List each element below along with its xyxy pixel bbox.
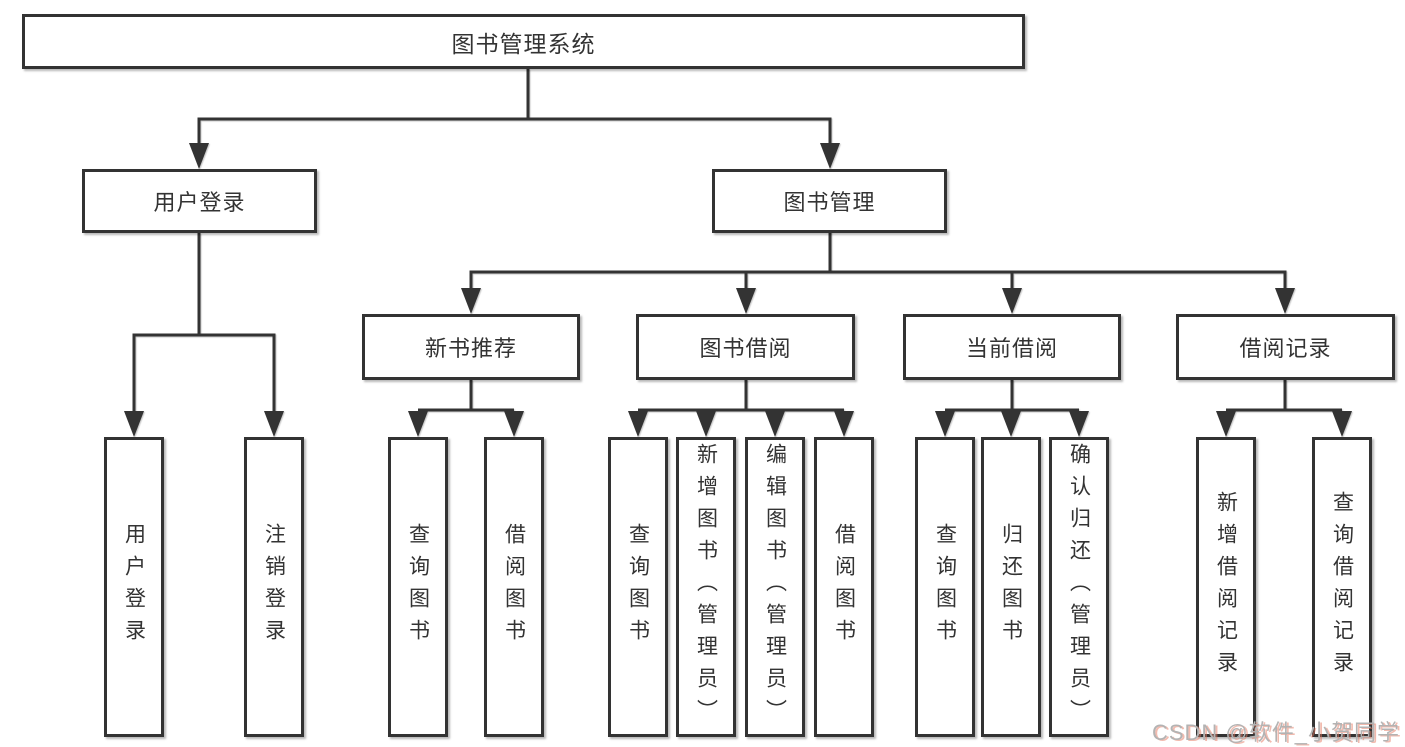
node-label: 当前借阅	[965, 336, 1058, 361]
arrow-down-icon	[1069, 411, 1089, 437]
node-label: 图书管理系统	[451, 30, 596, 57]
node-label: 图书借阅	[699, 336, 792, 361]
node-label: 查询图书	[626, 523, 650, 651]
arrowheads	[124, 143, 1352, 437]
arrow-down-icon	[1002, 288, 1022, 314]
leaf-query-books-borrowing: 查询图书	[608, 437, 668, 737]
arrow-down-icon	[461, 288, 481, 314]
node-current-borrowing: 当前借阅	[903, 314, 1121, 380]
node-label: 查询借阅记录	[1330, 491, 1354, 683]
arrow-down-icon	[1001, 411, 1021, 437]
node-borrowing-records: 借阅记录	[1176, 314, 1395, 380]
arrow-down-icon	[935, 411, 955, 437]
node-book-management-branch: 图书管理	[712, 169, 947, 233]
arrow-down-icon	[408, 411, 428, 437]
arrow-down-icon	[124, 411, 144, 437]
leaf-add-books-admin: 新增图书（管理员）	[676, 437, 736, 737]
arrow-down-icon	[1216, 411, 1236, 437]
leaf-borrow-books: 借阅图书	[814, 437, 874, 737]
node-label: 确认归还（管理员）	[1067, 443, 1091, 731]
node-label: 借阅记录	[1239, 336, 1332, 361]
leaf-query-borrow-record: 查询借阅记录	[1312, 437, 1372, 737]
arrow-down-icon	[696, 411, 716, 437]
arrow-down-icon	[765, 411, 785, 437]
arrow-down-icon	[504, 411, 524, 437]
node-label: 借阅图书	[502, 523, 526, 651]
leaf-query-books-current: 查询图书	[915, 437, 975, 737]
leaf-logout: 注销登录	[244, 437, 304, 737]
node-label: 图书管理	[783, 190, 876, 215]
node-new-book-recommendation: 新书推荐	[362, 314, 580, 380]
node-label: 查询图书	[933, 523, 957, 651]
arrow-down-icon	[189, 143, 209, 169]
node-label: 注销登录	[262, 523, 286, 651]
node-label: 编辑图书（管理员）	[763, 443, 787, 731]
node-label: 用户登录	[122, 523, 146, 651]
node-label: 用户登录	[153, 190, 246, 215]
arrow-down-icon	[736, 288, 756, 314]
leaf-user-login: 用户登录	[104, 437, 164, 737]
arrow-down-icon	[1275, 288, 1295, 314]
leaf-edit-books-admin: 编辑图书（管理员）	[745, 437, 805, 737]
node-library-management-system: 图书管理系统	[22, 14, 1025, 69]
arrow-down-icon	[628, 411, 648, 437]
connector-path	[132, 69, 1342, 413]
node-user-login-branch: 用户登录	[82, 169, 317, 233]
leaf-query-books-recommend: 查询图书	[388, 437, 448, 737]
arrow-down-icon	[820, 143, 840, 169]
node-label: 借阅图书	[832, 523, 856, 651]
node-label: 新书推荐	[424, 336, 517, 361]
node-label: 新增借阅记录	[1214, 491, 1238, 683]
leaf-return-books: 归还图书	[981, 437, 1041, 737]
arrow-down-icon	[264, 411, 284, 437]
node-label: 归还图书	[999, 523, 1023, 651]
arrow-down-icon	[834, 411, 854, 437]
node-label: 新增图书（管理员）	[694, 443, 718, 731]
leaf-add-borrow-record: 新增借阅记录	[1196, 437, 1256, 737]
node-label: 查询图书	[406, 523, 430, 651]
csdn-watermark: CSDN @软件_小贺同学	[1151, 720, 1400, 745]
leaf-confirm-return-admin: 确认归还（管理员）	[1049, 437, 1109, 737]
node-book-borrowing: 图书借阅	[636, 314, 855, 380]
arrow-down-icon	[1332, 411, 1352, 437]
leaf-borrow-books-recommend: 借阅图书	[484, 437, 544, 737]
